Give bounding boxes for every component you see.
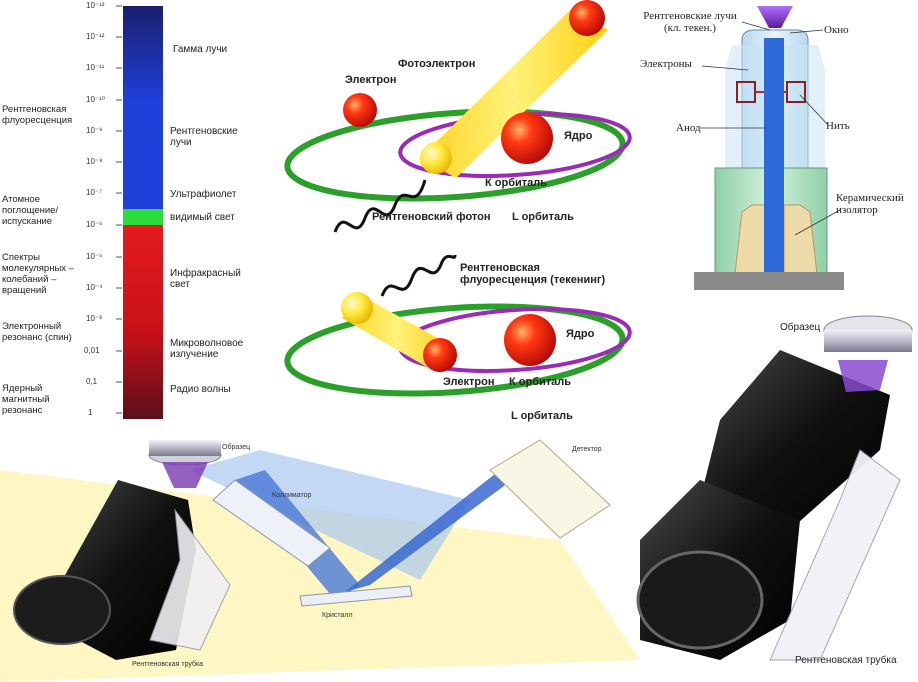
nucleus-top (501, 112, 553, 164)
spectrum-bar (116, 5, 163, 419)
tube-label-anode: Анод (676, 122, 701, 134)
band-uv: Ультрафиолет (170, 189, 237, 200)
label-l-orbital-bottom: L орбиталь (511, 410, 573, 422)
photo-xray-cone (838, 360, 888, 392)
tick-label: 10⁻¹² (86, 32, 105, 41)
photo-tube (636, 315, 913, 661)
label-nucleus-top: Ядро (564, 130, 593, 142)
atom-top-l-orbit (284, 108, 626, 202)
sample-holder (149, 440, 221, 456)
tick-label: 10⁻⁶ (86, 220, 103, 229)
tick-label: 10⁻³ (86, 314, 102, 323)
atom-bottom (284, 254, 632, 397)
photo-tube-upper (700, 350, 890, 530)
band-visible: видимый свет (170, 212, 235, 223)
collimator (212, 479, 331, 567)
xray-photon-wave (333, 179, 427, 233)
method-esr: Электронный резонанс (спин) (2, 321, 72, 343)
l-electron (341, 292, 373, 324)
electron-top (343, 93, 377, 127)
label-xrf-teching: Рентгеновская флуоресценция (текенинг) (460, 262, 606, 286)
photoelectron-beam (420, 8, 608, 178)
tick-label: 10⁻⁸ (86, 157, 103, 166)
label-k-orbital-top: К орбиталь (485, 177, 548, 189)
vacancy-electron-top (420, 142, 452, 174)
tick-label: 10⁻⁹ (86, 126, 103, 135)
label-k-orbital-bottom: К орбиталь (509, 376, 572, 388)
nucleus-bottom (504, 314, 556, 366)
spectrometer-tube-bracket (149, 508, 231, 651)
tick-label: 10⁻¹¹ (86, 63, 105, 72)
tube-base (694, 272, 844, 290)
spec-label-crystal: Кристалл (322, 612, 353, 619)
tube-anode (764, 38, 784, 276)
photoelectron (569, 0, 605, 36)
tube-xray-output (757, 6, 793, 28)
tick-label: 10⁻⁷ (86, 188, 103, 197)
xray-tube (694, 6, 844, 290)
method-nmr: Ядерный магнитный резонанс (2, 383, 50, 416)
spectrum-ir-radio-band (123, 225, 163, 419)
spectrometer-tube-front (13, 575, 111, 645)
band-xray: Рентгеновские лучи (170, 126, 238, 148)
crystal (299, 585, 413, 607)
spec-label-sample: Образец (222, 444, 251, 451)
spectrometer (0, 439, 640, 682)
label-electron-bottom: Электрон (443, 376, 495, 388)
photo-label-sample: Образец (780, 322, 821, 333)
photo-sample-holder (824, 330, 912, 352)
tube-label-insulator: Керамический изолятор (836, 192, 904, 216)
tube-label-electrons: Электроны (640, 58, 692, 70)
beam-to-detector (345, 470, 512, 592)
tube-label-window: Окно (824, 24, 849, 36)
method-xrf: Рентгеновская флуоресценция (2, 104, 73, 126)
tick-label: 10⁻¹³ (86, 1, 105, 10)
tick-label: 10⁻⁵ (86, 252, 103, 261)
spectrum-visible-band (123, 209, 163, 225)
tube-label-xray: Рентгеновские лучи (кл. текен.) (643, 10, 737, 34)
photo-label-tube: Рентгеновская трубка (795, 655, 897, 666)
label-photoelectron: Фотоэлектрон (398, 58, 476, 70)
label-xray-photon: Рентгеновский фотон (372, 211, 491, 223)
tick-label: 1 (88, 408, 93, 417)
photo-tube-bracket (769, 449, 901, 661)
fluorescence-wave (380, 254, 457, 297)
band-ir: Инфракрасный свет (170, 268, 241, 290)
label-electron-top: Электрон (345, 74, 397, 86)
tube-label-filament: Нить (826, 120, 850, 132)
atom-bottom-l-orbit (284, 303, 626, 397)
band-microwave: Микроволновое излучение (170, 338, 244, 360)
sample-xray-cone (162, 462, 208, 488)
label-l-orbital-top: L орбиталь (512, 211, 574, 223)
photo-tube-front (636, 550, 764, 650)
method-molecular: Спектры молекулярных – колебаний – враще… (2, 252, 74, 296)
tick-label: 0,01 (84, 346, 100, 355)
detector (489, 439, 611, 539)
spec-label-tube: Рентгеновская трубка (132, 661, 204, 668)
spec-label-detector: Детектор (572, 446, 602, 453)
spec-label-collimator: Коллиматор (272, 492, 312, 499)
electron-bottom (423, 338, 457, 372)
tick-label: 0,1 (86, 377, 98, 386)
method-aas: Атомное поглощение/ испускание (2, 194, 59, 227)
label-nucleus-bottom: Ядро (566, 328, 595, 340)
tube-leader-lines (700, 21, 841, 236)
spectrum-ticks (116, 5, 122, 414)
atom-top (284, 0, 632, 233)
spectrum-xray-band (123, 6, 163, 209)
band-radio: Радио волны (170, 384, 231, 395)
tick-label: 10⁻¹⁰ (86, 95, 105, 104)
band-gamma: Гамма лучи (173, 44, 228, 55)
tick-label: 10⁻⁴ (86, 283, 103, 292)
